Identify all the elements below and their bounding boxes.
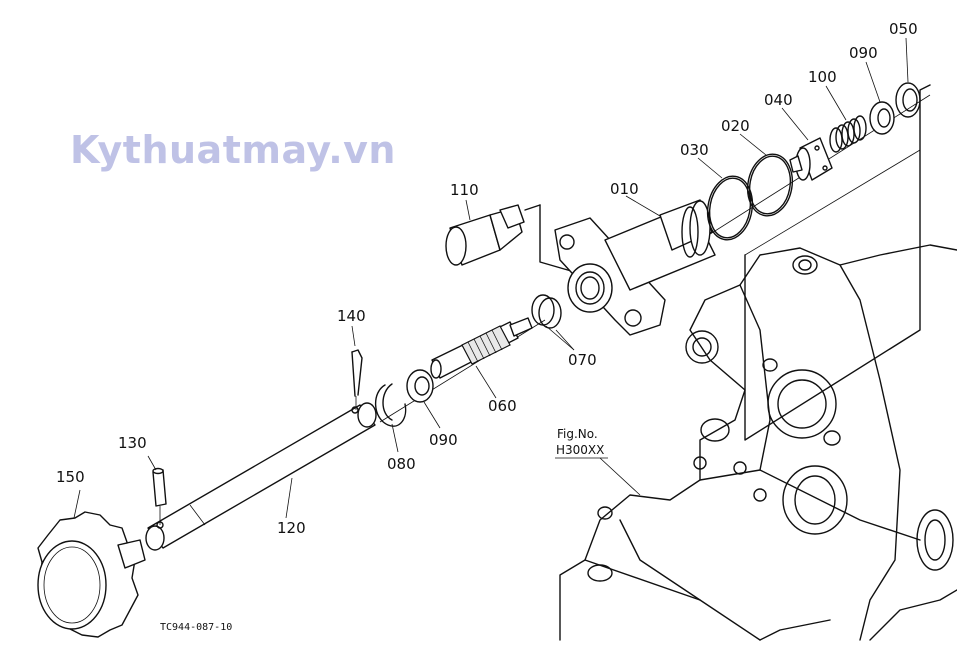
spring-100-drawing — [829, 115, 867, 153]
part-label-020: 020 — [721, 117, 750, 135]
o-ring-030-drawing — [706, 175, 754, 241]
snap-ring-080-drawing — [374, 383, 407, 427]
cotter-pin-140-drawing — [351, 349, 363, 410]
drawing-code: TC944-087-10 — [160, 622, 233, 633]
pin-130-drawing — [152, 467, 167, 525]
nozzle-040-drawing — [789, 137, 833, 181]
part-label-040: 040 — [764, 91, 793, 109]
part-label-090-lower: 090 — [429, 431, 458, 449]
pump-housing-drawing — [559, 244, 957, 641]
leader-lines — [73, 37, 909, 519]
part-label-110: 110 — [450, 181, 479, 199]
part-label-030: 030 — [680, 141, 709, 159]
washer-090-upper-drawing — [869, 101, 895, 135]
part-label-120: 120 — [277, 519, 306, 537]
o-ring-020-drawing — [746, 153, 794, 217]
figure-ref-label: Fig.No. — [557, 427, 598, 441]
snap-ring-050-drawing — [895, 82, 921, 118]
plug-110-drawing — [445, 204, 525, 266]
part-label-100: 100 — [808, 68, 837, 86]
part-label-140: 140 — [337, 307, 366, 325]
part-label-060: 060 — [488, 397, 517, 415]
part-label-130: 130 — [118, 434, 147, 452]
watermark-text: Kythuatmay.vn — [70, 128, 396, 172]
figure-ref-number: H300XX — [556, 443, 605, 457]
washer-090-lower-drawing — [406, 369, 434, 403]
part-label-070: 070 — [568, 351, 597, 369]
shaft-120-drawing — [145, 402, 377, 551]
part-label-080: 080 — [387, 455, 416, 473]
o-rings-070-drawing — [531, 294, 562, 329]
part-label-150: 150 — [56, 468, 85, 486]
knob-150-drawing — [37, 511, 146, 638]
valve-body-010-drawing — [554, 199, 716, 336]
part-label-090-upper: 090 — [849, 44, 878, 62]
part-label-010: 010 — [610, 180, 639, 198]
spool-060-drawing — [430, 317, 533, 379]
part-label-050: 050 — [889, 20, 918, 38]
